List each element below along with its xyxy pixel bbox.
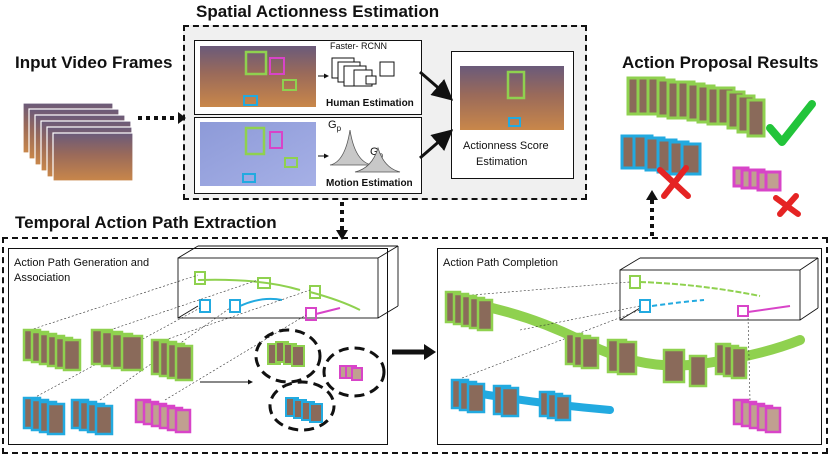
proposal-green-tube bbox=[626, 76, 766, 138]
proposal-magenta-tube bbox=[732, 166, 782, 192]
motion-estimation-label: Motion Estimation bbox=[326, 178, 413, 189]
faster-rcnn-label: Faster- RCNN bbox=[330, 41, 388, 51]
cross-icon-magenta bbox=[773, 193, 801, 217]
spatial-section-title: Spatial Actionness Estimation bbox=[196, 2, 440, 21]
motion-to-score-arrow bbox=[419, 129, 454, 160]
human-to-score-arrow bbox=[419, 70, 454, 101]
actionness-estimation-label: Estimation bbox=[476, 156, 528, 168]
check-icon bbox=[766, 100, 816, 146]
path-completion-box bbox=[437, 248, 822, 445]
completion-3d-box bbox=[619, 257, 819, 321]
gp-label: Gp bbox=[328, 119, 342, 134]
generation-3d-box bbox=[177, 245, 399, 319]
actionness-score-label: Actionness Score bbox=[463, 140, 549, 152]
path-generation-box bbox=[8, 248, 388, 445]
path-generation-label: Action Path Generation and bbox=[14, 257, 150, 269]
temporal-panel bbox=[2, 237, 828, 454]
cross-icon-cyan bbox=[657, 165, 691, 199]
temporal-section-title: Temporal Action Path Extraction bbox=[15, 213, 277, 232]
path-completion-label: Action Path Completion bbox=[443, 257, 558, 269]
proposal-results-title: Action Proposal Results bbox=[622, 53, 819, 72]
human-estimation-label: Human Estimation bbox=[326, 98, 414, 109]
input-frames-stack bbox=[22, 102, 134, 182]
input-frames-title: Input Video Frames bbox=[15, 53, 173, 72]
association-label: Association bbox=[14, 272, 71, 284]
